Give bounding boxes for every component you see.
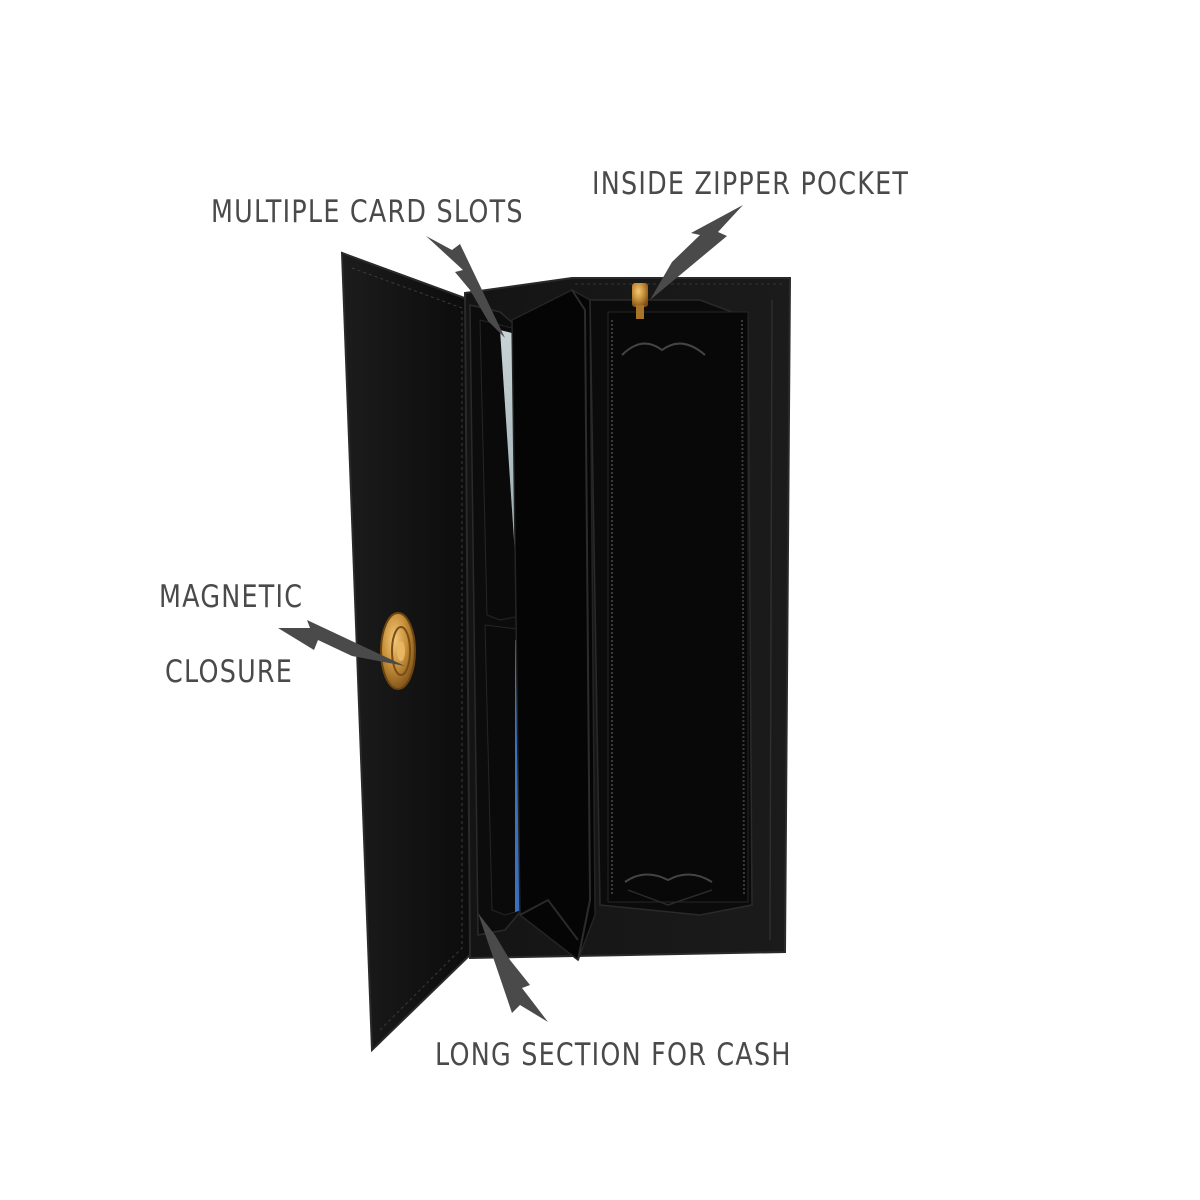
label-multiple-card-slots: MULTIPLE CARD SLOTS — [211, 194, 524, 230]
arrow-cash-section — [478, 913, 548, 1022]
arrow-zipper-pocket — [650, 205, 743, 300]
arrow-card-slots — [426, 236, 505, 338]
zipper-pocket — [589, 299, 753, 916]
label-long-section-for-cash: LONG SECTION FOR CASH — [435, 1037, 792, 1073]
cash-section — [511, 289, 596, 962]
zipper-pull-icon — [632, 283, 648, 319]
label-closure: CLOSURE — [165, 654, 294, 690]
magnetic-clasp-icon — [380, 612, 416, 690]
label-inside-zipper-pocket: INSIDE ZIPPER POCKET — [592, 166, 910, 202]
label-magnetic: MAGNETIC — [159, 579, 304, 615]
arrow-magnetic-closure — [278, 620, 405, 666]
